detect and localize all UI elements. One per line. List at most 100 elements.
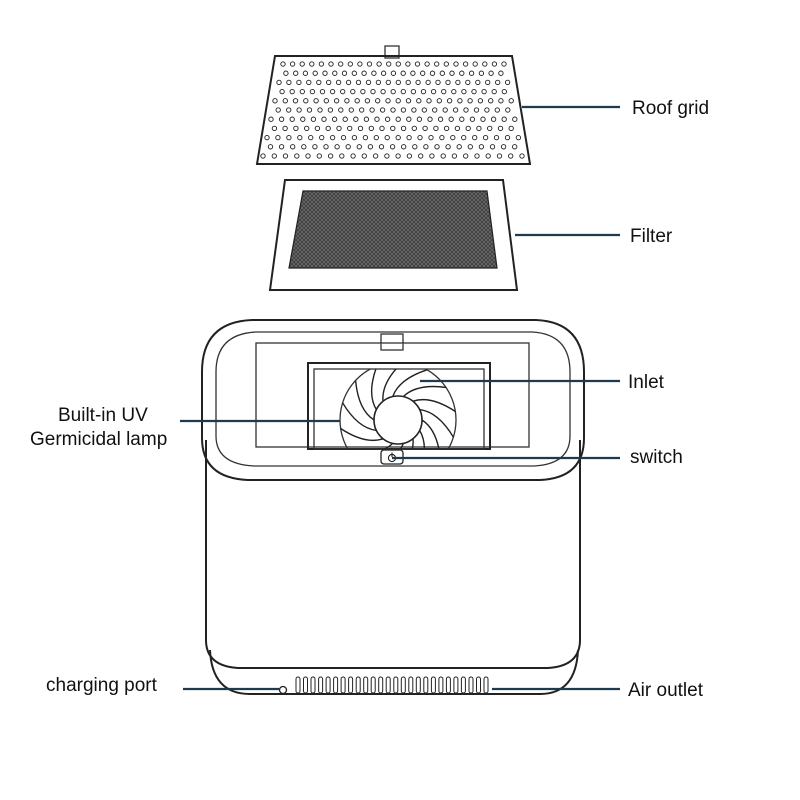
roof-hole [508, 125, 514, 132]
roof-hole [461, 88, 467, 95]
roof-hole [309, 88, 316, 95]
roof-hole [357, 61, 363, 67]
fan-blade [354, 380, 375, 421]
air-outlet-vents [295, 676, 489, 694]
roof-hole [385, 98, 391, 104]
purifier-body [201, 319, 585, 695]
roof-hole [359, 107, 365, 113]
roof-hole [400, 70, 406, 76]
roof-hole [345, 144, 351, 150]
roof-hole [384, 134, 390, 141]
roof-grid-holes [260, 61, 525, 159]
roof-hole [441, 88, 447, 95]
roof-hole [439, 134, 445, 141]
roof-hole [442, 107, 448, 113]
roof-hole [477, 98, 484, 104]
roof-hole [372, 153, 379, 159]
roof-hole [508, 153, 514, 159]
roof-hole [478, 144, 485, 150]
roof-hole [395, 61, 401, 67]
fan-blade [421, 419, 440, 449]
roof-hole [310, 116, 317, 122]
roof-hole [472, 134, 478, 141]
roof-hole [489, 144, 496, 150]
fan-blade [418, 430, 426, 449]
roof-hole [488, 70, 494, 76]
roof-hole [378, 144, 385, 150]
roof-hole [368, 125, 374, 132]
roof-hole [331, 116, 338, 122]
roof-hole [418, 153, 424, 159]
roof-hole [411, 107, 417, 113]
roof-hole [313, 98, 319, 104]
roof-hole [299, 61, 305, 67]
roof-hole [462, 61, 469, 67]
roof-hole [428, 134, 434, 141]
roof-hole [386, 61, 392, 67]
roof-hole [498, 70, 504, 76]
roof-hole [400, 88, 406, 95]
roof-hole [323, 144, 329, 150]
label-switch: switch [630, 447, 683, 468]
roof-hole [493, 134, 500, 141]
fan-blade [402, 385, 447, 398]
vent-slot [400, 676, 406, 694]
roof-hole [485, 153, 491, 159]
roof-hole [405, 79, 411, 86]
roof-hole [271, 153, 277, 159]
roof-hole [405, 98, 412, 104]
roof-hole [338, 107, 344, 113]
roof-hole [329, 88, 336, 95]
roof-hole [451, 88, 457, 95]
roof-hole [482, 134, 489, 141]
vent-slot [460, 676, 466, 694]
roof-hole [432, 107, 438, 113]
vent-slot [430, 676, 436, 694]
roof-hole [504, 134, 511, 141]
roof-hole [296, 79, 302, 86]
roof-hole [515, 134, 522, 141]
roof-hole [422, 125, 428, 132]
roof-hole [434, 61, 440, 67]
fan-blade [399, 443, 404, 449]
roof-hole [463, 153, 469, 159]
roof-hole [299, 88, 305, 95]
roof-hole [417, 134, 423, 141]
roof-hole [350, 88, 356, 95]
fan-blade [392, 369, 428, 397]
roof-hole [390, 125, 396, 132]
roof-hole [463, 107, 469, 113]
label-inlet: Inlet [628, 372, 665, 393]
roof-hole [395, 98, 401, 104]
roof-hole [351, 134, 358, 141]
roof-hole [278, 144, 285, 150]
roof-hole [361, 70, 367, 76]
roof-hole [433, 125, 439, 132]
roof-hole [446, 98, 453, 104]
roof-hole [356, 144, 362, 150]
roof-hole [282, 125, 288, 132]
roof-hole [467, 144, 473, 150]
roof-hole [476, 125, 482, 132]
roof-hole [363, 116, 370, 122]
roof-hole [504, 79, 511, 86]
roof-hole [322, 70, 328, 76]
roof-hole [360, 88, 366, 95]
roof-hole [424, 61, 430, 67]
vent-slot [370, 676, 376, 694]
vent-slot [333, 676, 339, 694]
roof-hole [341, 70, 348, 76]
roof-hole [327, 153, 334, 159]
roof-hole [384, 116, 391, 122]
fan-blade [382, 369, 397, 402]
roof-hole [406, 153, 413, 159]
roof-hole [289, 88, 295, 95]
roof-hole [319, 88, 326, 95]
roof-hole [437, 116, 444, 122]
label-air-outlet: Air outlet [628, 680, 704, 701]
roof-hole [375, 98, 381, 104]
roof-hole [512, 144, 518, 150]
roof-hole [459, 116, 465, 122]
roof-hole [380, 70, 387, 76]
roof-hole [340, 134, 347, 141]
